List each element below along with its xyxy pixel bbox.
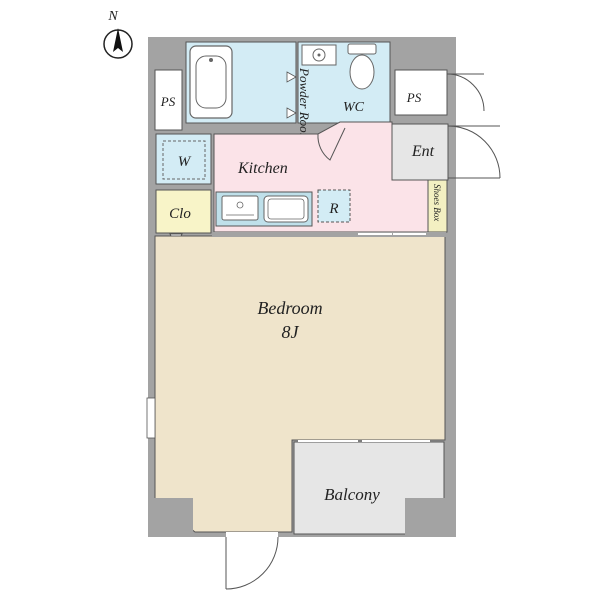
compass: N bbox=[103, 9, 133, 59]
bathtub-icon bbox=[189, 45, 233, 119]
entrance-label: Ent bbox=[411, 143, 435, 160]
compass-north-label: N bbox=[107, 9, 118, 24]
closet bbox=[155, 189, 212, 234]
powder-room-label: Powder Room bbox=[297, 67, 312, 142]
bedroom-label: Bedroom bbox=[257, 298, 322, 318]
bottom-left-pillar bbox=[149, 498, 193, 536]
south-door-opening bbox=[226, 532, 278, 538]
bath-door-mark-lower bbox=[286, 107, 297, 119]
toilet-icon bbox=[347, 43, 377, 90]
washbasin-icon bbox=[301, 44, 337, 66]
entrance bbox=[391, 123, 449, 181]
kitchen-label: Kitchen bbox=[237, 160, 288, 177]
ps-left-cutout bbox=[154, 69, 183, 131]
bedroom-kitchen-wall bbox=[212, 232, 446, 237]
stove-icon bbox=[221, 195, 259, 221]
bedroom-size-label: 8J bbox=[282, 322, 300, 342]
closet-label: Clo bbox=[169, 206, 191, 222]
kitchen-sink-icon bbox=[263, 195, 309, 223]
ps-right-label: PS bbox=[406, 90, 422, 105]
refrigerator-space bbox=[317, 189, 351, 223]
north-arrow-icon bbox=[113, 28, 123, 52]
west-window bbox=[146, 397, 156, 439]
bath-door-mark-upper bbox=[286, 71, 297, 83]
ps-right-cutout bbox=[394, 69, 448, 116]
wc-label: WC bbox=[343, 100, 365, 115]
balcony-label: Balcony bbox=[324, 485, 380, 504]
entrance-door-swing bbox=[447, 125, 501, 179]
powder-room-door-swing bbox=[317, 127, 346, 161]
washer-inner bbox=[162, 140, 206, 180]
washer-label: W bbox=[178, 154, 192, 170]
balcony-pillar bbox=[405, 498, 451, 536]
washer-space bbox=[155, 133, 212, 185]
south-door-swing bbox=[225, 536, 279, 590]
shoes-box-label: Shoes Box bbox=[432, 184, 442, 221]
ps-left-label: PS bbox=[160, 94, 176, 109]
ps-right-door-swing bbox=[446, 73, 485, 112]
refrigerator-label: R bbox=[328, 201, 338, 217]
